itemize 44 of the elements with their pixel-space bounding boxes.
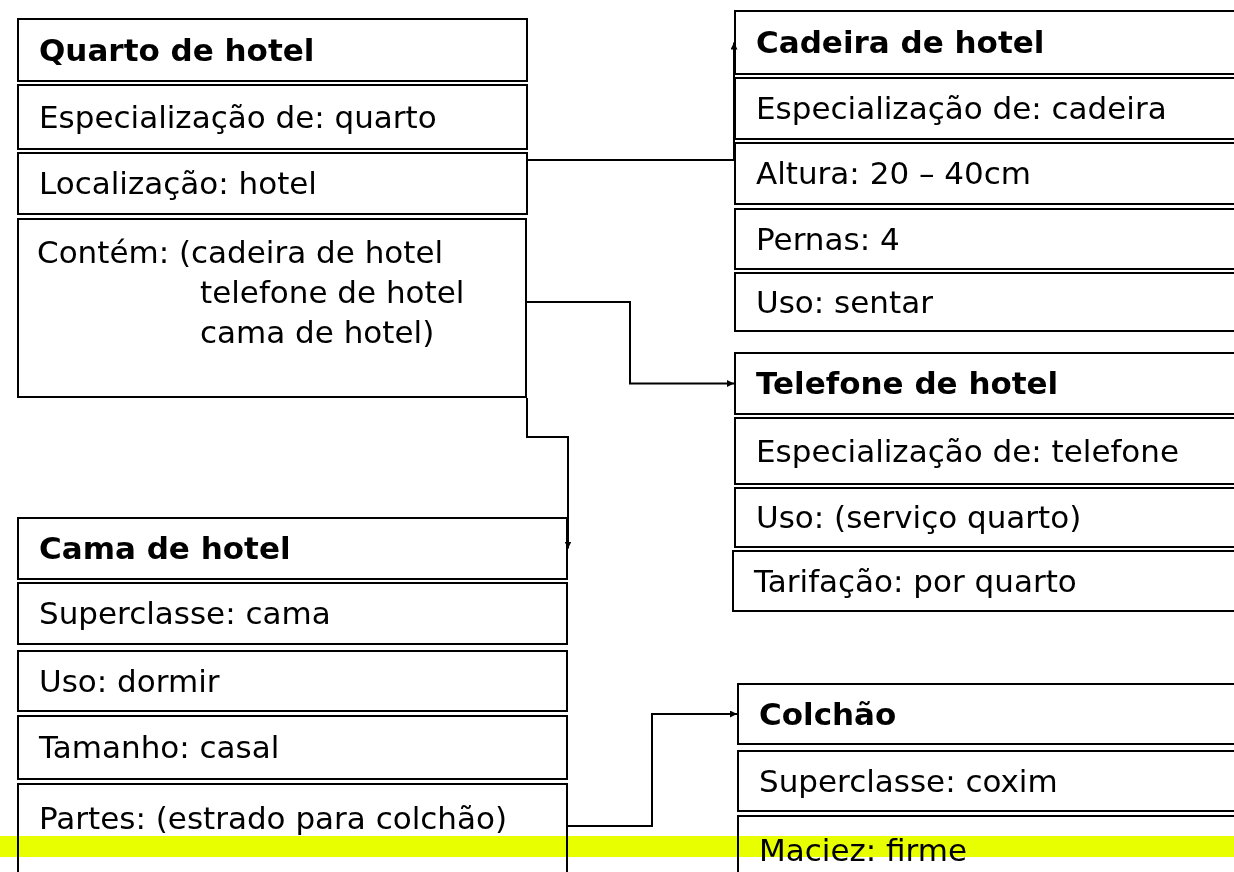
attribute-text: Contém: (cadeira de hotel telefone de hotel cama de hotel) [37,233,466,352]
attribute-text: Uso: (serviço quarto) [756,498,1082,537]
attribute-text: Uso: dormir [39,661,220,701]
attribute-box [734,142,1234,205]
attribute-box [732,550,1234,612]
class-title: Cama de hotel [39,529,291,568]
attribute-box [17,582,568,645]
attribute-text: Superclasse: cama [39,594,331,633]
attribute-text: Especialização de: telefone [756,431,1180,471]
class-header-box [734,352,1234,415]
attribute-text: Especialização de: cadeira [756,89,1167,128]
attribute-box [17,715,568,780]
attribute-box [17,84,528,150]
connector-arrow [567,710,738,827]
class-header-box [17,18,528,82]
attribute-box [17,218,527,398]
attribute-text: Tarifação: por quarto [754,561,1077,601]
connector-arrow [527,41,738,161]
attribute-text: Superclasse: coxim [759,761,1058,801]
class-header-box [737,683,1234,745]
connector-arrow [526,301,735,387]
connector-arrow [526,397,572,550]
attribute-box [734,487,1234,548]
attribute-text: Localização: hotel [39,164,317,203]
class-title: Quarto de hotel [39,30,315,70]
class-title: Cadeira de hotel [756,23,1045,62]
attribute-box [734,77,1234,140]
class-header-box [17,517,568,580]
attribute-text: Tamanho: casal [39,728,280,767]
attribute-text: Uso: sentar [756,282,933,322]
attribute-box [734,272,1234,332]
class-title: Colchão [759,694,897,734]
attribute-text: Partes: (estrado para colchão) [39,799,508,838]
attribute-box [737,750,1234,812]
attribute-box [17,650,568,712]
attribute-text: Altura: 20 – 40cm [756,154,1031,193]
class-header-box [734,10,1234,75]
class-title: Telefone de hotel [756,364,1059,403]
attribute-text: Pernas: 4 [756,219,900,259]
attribute-box [17,152,528,215]
attribute-box [734,208,1234,270]
attribute-box [17,783,568,872]
attribute-box [734,417,1234,485]
attribute-text: Especialização de: quarto [39,97,437,137]
